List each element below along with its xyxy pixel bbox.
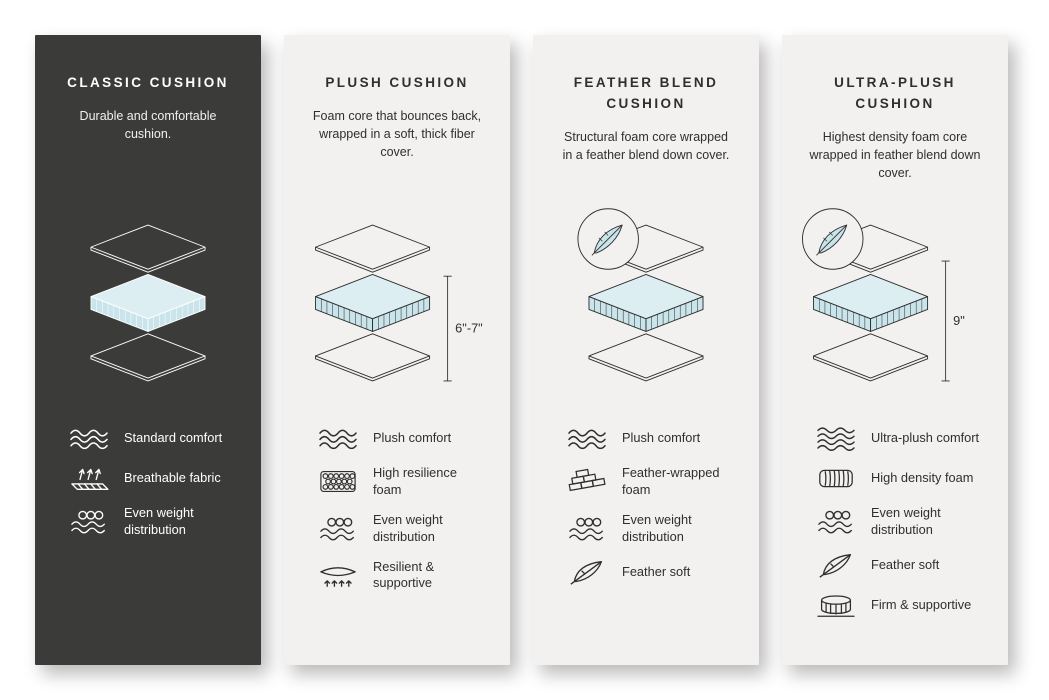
card-title: FEATHER BLEND CUSHION — [573, 75, 719, 111]
height-label: 6"-7" — [455, 321, 483, 336]
height-measurement: 6"-7" — [443, 275, 483, 382]
cushion-illustration — [59, 203, 237, 399]
feature-item: Resilient & supportive — [318, 559, 486, 593]
weight-distribution-icon — [569, 517, 603, 541]
card-feather-blend-cushion: FEATHER BLEND CUSHION Structural foam co… — [533, 35, 759, 665]
waves-icon — [568, 429, 606, 450]
cushion-layers-drawing: 6"-7" — [315, 225, 483, 382]
feature-item: Standard comfort — [69, 425, 237, 452]
cushion-layers-drawing — [577, 208, 704, 381]
feature-label: Standard comfort — [124, 430, 223, 446]
card-header: PLUSH CUSHION Foam core that bounces bac… — [308, 73, 486, 191]
feature-label: High resilience foam — [373, 465, 457, 497]
feature-list: Standard comfort Breathable fabric Even … — [59, 425, 237, 552]
cushion-layers-drawing: 9" — [802, 208, 965, 382]
waves-icon — [70, 429, 108, 450]
foam-cells-icon — [320, 471, 356, 493]
card-title: PLUSH CUSHION — [325, 75, 469, 90]
cushion-comparison-infographic: CLASSIC CUSHION Durable and comfortable … — [35, 35, 1008, 665]
cushion-illustration — [557, 203, 735, 399]
feature-list: Plush comfort Feather-wrapped foam Even … — [557, 425, 735, 599]
feature-item: Feather soft — [567, 559, 735, 586]
feature-item: High resilience foam — [318, 465, 486, 499]
weight-distribution-icon — [71, 511, 105, 534]
spring-icon — [320, 567, 356, 587]
feature-list: Ultra-plush comfort High density foam Ev… — [806, 425, 984, 632]
feature-label: Feather-wrapped foam — [622, 465, 720, 497]
feature-item: Feather soft — [816, 552, 984, 579]
feature-label: Even weight distribution — [622, 511, 692, 544]
feature-label: High density foam — [871, 470, 974, 486]
card-classic-cushion: CLASSIC CUSHION Durable and comfortable … — [35, 35, 261, 665]
feature-label: Plush comfort — [622, 430, 701, 446]
feature-item: Ultra-plush comfort — [816, 425, 984, 452]
height-measurement: 9" — [941, 260, 965, 382]
bricks-icon — [567, 468, 606, 492]
firm-support-icon — [817, 595, 855, 617]
feature-label: Even weight distribution — [124, 505, 194, 537]
feature-item: Even weight distribution — [567, 512, 735, 546]
feather-icon — [570, 560, 603, 585]
feature-label: Feather soft — [622, 563, 691, 579]
card-header: FEATHER BLEND CUSHION Structural foam co… — [557, 73, 735, 191]
feature-label: Even weight distribution — [871, 505, 941, 537]
card-plush-cushion: PLUSH CUSHION Foam core that bounces bac… — [284, 35, 510, 665]
feature-item: High density foam — [816, 465, 984, 492]
feature-label: Firm & supportive — [871, 596, 972, 612]
feature-item: Plush comfort — [318, 425, 486, 452]
card-description: Structural foam core wrapped in a feathe… — [562, 129, 730, 162]
waves-4-icon — [817, 427, 855, 451]
feature-label: Plush comfort — [373, 430, 452, 446]
feather-badge-icon — [577, 208, 639, 270]
feature-item: Plush comfort — [567, 425, 735, 452]
card-description: Foam core that bounces back, wrapped in … — [312, 108, 482, 160]
card-header: ULTRA-PLUSH CUSHION Highest density foam… — [806, 73, 984, 191]
density-lines-icon — [819, 469, 853, 488]
waves-icon — [319, 429, 357, 450]
feature-item: Even weight distribution — [816, 505, 984, 539]
feature-list: Plush comfort High resilience foam Even … — [308, 425, 486, 605]
feature-label: Breathable fabric — [124, 470, 221, 486]
feature-item: Even weight distribution — [318, 512, 486, 546]
feature-item: Feather-wrapped foam — [567, 465, 735, 499]
feature-label: Even weight distribution — [373, 511, 443, 544]
feather-icon — [819, 553, 852, 578]
card-header: CLASSIC CUSHION Durable and comfortable … — [59, 73, 237, 191]
height-label: 9" — [953, 313, 965, 328]
card-title: ULTRA-PLUSH CUSHION — [834, 75, 956, 111]
feather-badge-icon — [802, 208, 863, 270]
feature-item: Even weight distribution — [69, 505, 237, 539]
card-description: Durable and comfortable cushion. — [79, 108, 217, 142]
feature-label: Resilient & supportive — [373, 558, 435, 591]
cushion-illustration: 9" — [802, 203, 984, 399]
feature-item: Firm & supportive — [816, 592, 984, 619]
cushion-layers-drawing — [90, 225, 206, 381]
card-title: CLASSIC CUSHION — [67, 75, 229, 90]
weight-distribution-icon — [818, 511, 852, 534]
feature-label: Feather soft — [871, 556, 940, 572]
card-ultra-plush-cushion: ULTRA-PLUSH CUSHION Highest density foam… — [782, 35, 1008, 665]
breathable-fabric-icon — [71, 468, 109, 490]
card-description: Highest density foam core wrapped in fea… — [809, 129, 981, 181]
feature-label: Ultra-plush comfort — [871, 430, 980, 446]
cushion-illustration: 6"-7" — [308, 203, 486, 399]
weight-distribution-icon — [320, 517, 354, 541]
feature-item: Breathable fabric — [69, 465, 237, 492]
